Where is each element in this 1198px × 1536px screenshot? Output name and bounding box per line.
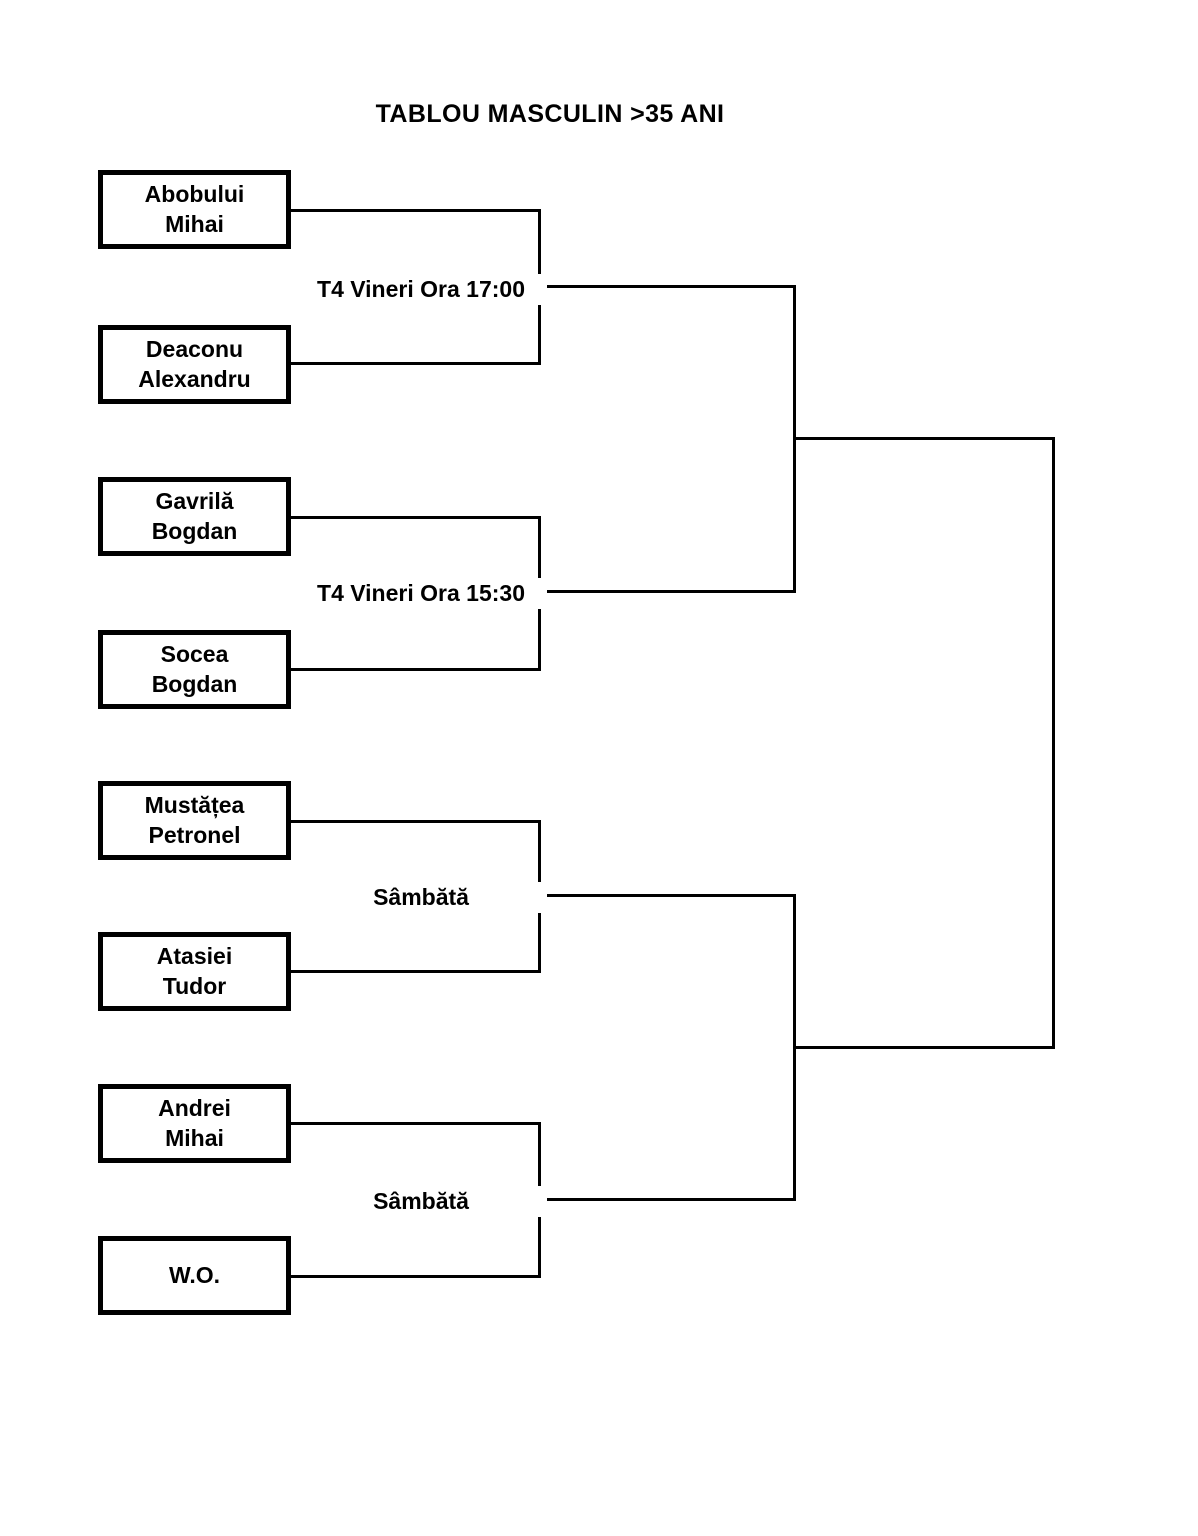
competitor-name-line1: Deaconu (145, 336, 244, 363)
connector-line (793, 437, 1055, 440)
connector-line (291, 516, 541, 519)
competitor-box-5[interactable]: Mustățea Petronel (98, 781, 291, 860)
competitor-name-line2: Alexandru (138, 365, 251, 392)
match-label-2: T4 Vineri Ora 15:30 (295, 578, 547, 609)
competitor-box-1[interactable]: Abobului Mihai (98, 170, 291, 249)
connector-line (291, 970, 541, 973)
competitor-name-line1: Gavrilă (155, 488, 234, 515)
competitor-name-line2: Bogdan (151, 517, 238, 544)
match-label-4: Sâmbătă (295, 1186, 547, 1217)
connector-line (538, 590, 796, 593)
competitor-name-line1: Abobului (144, 181, 245, 208)
connector-line (538, 285, 796, 288)
competitor-name-line2: Bogdan (151, 670, 238, 697)
competitor-name-line1: Mustățea (144, 792, 245, 819)
connector-line (291, 820, 541, 823)
match-label-3: Sâmbătă (295, 882, 547, 913)
connector-line (793, 1046, 1055, 1049)
connector-line (291, 209, 541, 212)
competitor-box-8[interactable]: W.O. (98, 1236, 291, 1315)
competitor-name-line2: Mihai (165, 210, 224, 237)
competitor-name-line2: Petronel (148, 821, 241, 848)
competitor-box-6[interactable]: Atasiei Tudor (98, 932, 291, 1011)
competitor-box-7[interactable]: Andrei Mihai (98, 1084, 291, 1163)
connector-line (538, 1198, 796, 1201)
competitor-name-line1: Socea (160, 641, 229, 668)
competitor-box-4[interactable]: Socea Bogdan (98, 630, 291, 709)
competitor-box-2[interactable]: Deaconu Alexandru (98, 325, 291, 404)
connector-line (538, 894, 796, 897)
connector-line (291, 362, 541, 365)
competitor-name-line2: Tudor (162, 972, 227, 999)
competitor-name-line1: Atasiei (156, 943, 233, 970)
competitor-box-3[interactable]: Gavrilă Bogdan (98, 477, 291, 556)
connector-line (291, 1122, 541, 1125)
connector-line (291, 1275, 541, 1278)
match-label-1: T4 Vineri Ora 17:00 (295, 274, 547, 305)
competitor-name-line2: Mihai (165, 1124, 224, 1151)
connector-line (1052, 437, 1055, 1049)
competitor-name-line1: Andrei (158, 1095, 231, 1122)
page-title: TABLOU MASCULIN >35 ANI (375, 100, 725, 128)
competitor-name-line1: W.O. (168, 1261, 221, 1288)
connector-line (291, 668, 541, 671)
